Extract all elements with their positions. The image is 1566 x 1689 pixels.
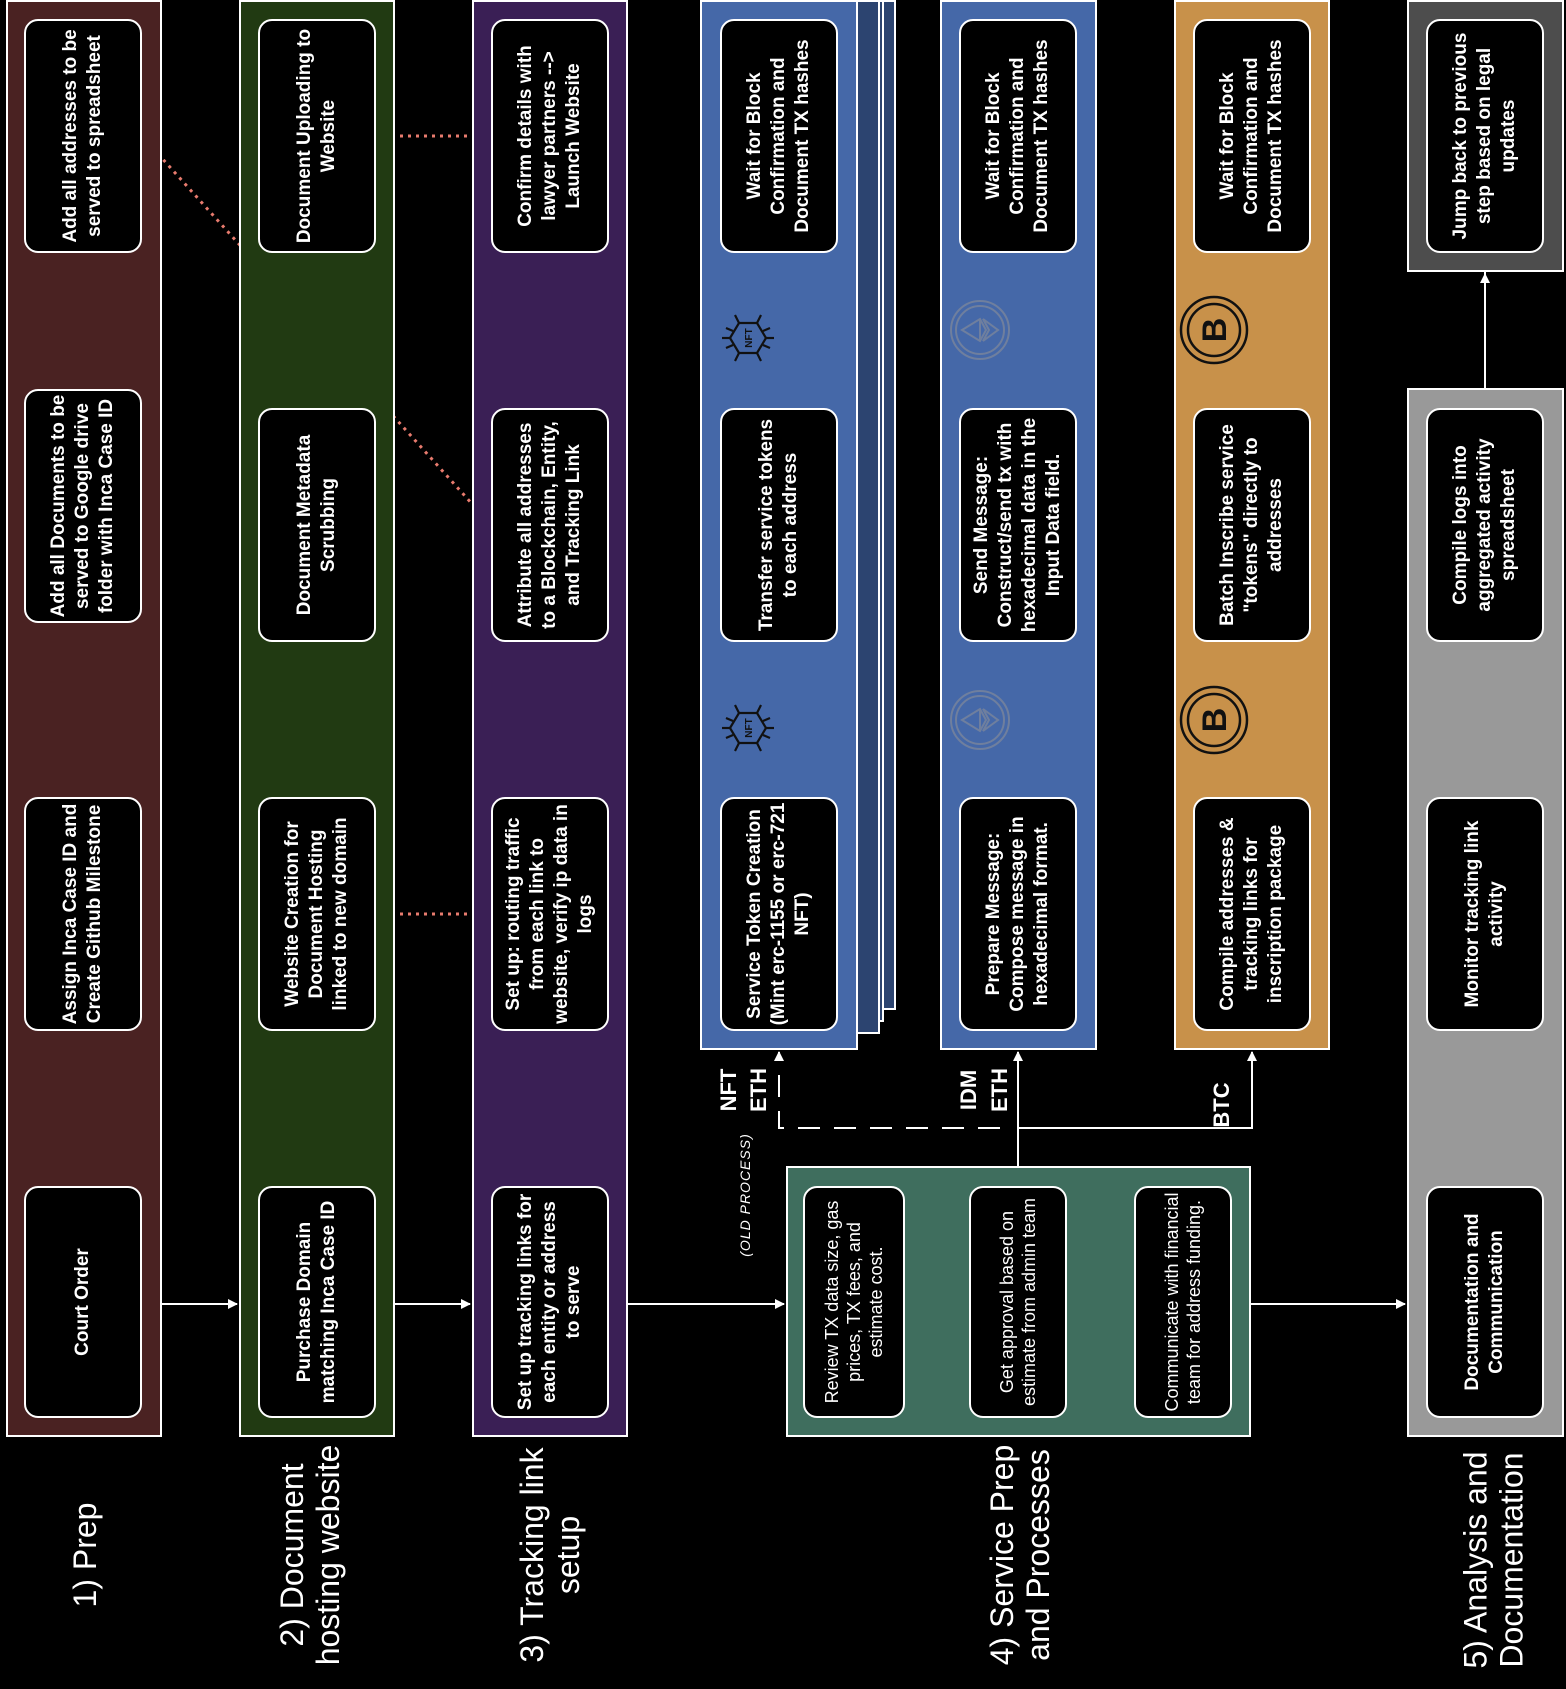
node-add-addresses[interactable]: Add all addresses to be served to spread… — [24, 19, 142, 253]
node-add-documents[interactable]: Add all Documents to be served to Google… — [24, 389, 142, 623]
bitcoin-coin-icon: B — [1179, 685, 1249, 755]
node-document-uploading[interactable]: Document Uploading to Website — [258, 19, 376, 253]
svg-text:NFT: NFT — [744, 718, 755, 737]
node-court-order[interactable]: Court Order — [24, 1186, 142, 1418]
node-compile-logs-label: Compile logs into aggregated activity sp… — [1450, 438, 1519, 612]
node-purchase-domain-label: Purchase Domain matching Inca Case ID — [294, 1200, 339, 1404]
node-nft-wait-confirmation[interactable]: Wait for Block Confirmation and Document… — [720, 19, 838, 253]
node-transfer-tokens[interactable]: Transfer service tokens to each address — [720, 408, 838, 642]
node-compile-addresses[interactable]: Compile addresses & tracking links for i… — [1193, 797, 1311, 1031]
phase-label-document-hosting: 2) Document hosting website — [274, 1444, 346, 1666]
node-communicate-funding[interactable]: Communicate with financial team for addr… — [1134, 1186, 1232, 1418]
node-setup-routing-label: Set up: routing traffic from each link t… — [503, 804, 596, 1024]
node-nft-wait-confirmation-label: Wait for Block Confirmation and Document… — [744, 39, 813, 233]
svg-text:B: B — [1196, 318, 1234, 343]
node-setup-tracking-links[interactable]: Set up tracking links for each entity or… — [491, 1186, 609, 1418]
ethereum-coin-icon — [950, 690, 1010, 750]
branch-label-eth-nft: ETH — [746, 1068, 771, 1112]
node-metadata-scrubbing-label: Document Metadata Scrubbing — [294, 434, 339, 616]
branch-label-nft: NFT — [716, 1068, 741, 1112]
node-add-addresses-label: Add all addresses to be served to spread… — [60, 29, 105, 243]
node-jump-back-label: Jump back to previous step based on lega… — [1450, 32, 1519, 240]
node-communicate-funding-label: Communicate with financial team for addr… — [1162, 1192, 1204, 1412]
phase-label-service: 4) Service Prep and Processes — [984, 1444, 1056, 1666]
bitcoin-coin-icon: B — [1179, 295, 1249, 365]
node-confirm-launch-label: Confirm details with lawyer partners -->… — [515, 45, 584, 227]
node-batch-inscribe[interactable]: Batch Inscribe service "tokens" directly… — [1193, 408, 1311, 642]
node-setup-tracking-links-label: Set up tracking links for each entity or… — [515, 1193, 584, 1411]
node-idm-wait-confirmation[interactable]: Wait for Block Confirmation and Document… — [959, 19, 1077, 253]
node-confirm-launch[interactable]: Confirm details with lawyer partners -->… — [491, 19, 609, 253]
node-batch-inscribe-label: Batch Inscribe service "tokens" directly… — [1217, 424, 1286, 626]
branch-label-idm: IDM — [956, 1069, 981, 1111]
svg-text:NFT: NFT — [744, 328, 755, 347]
old-process-label: (OLD PROCESS) — [737, 1133, 753, 1257]
ethereum-coin-icon — [950, 300, 1010, 360]
node-send-message-label: Send Message: Construct/send tx with hex… — [971, 417, 1064, 633]
node-metadata-scrubbing[interactable]: Document Metadata Scrubbing — [258, 408, 376, 642]
node-monitor-activity[interactable]: Monitor tracking link activity — [1426, 797, 1544, 1031]
node-purchase-domain[interactable]: Purchase Domain matching Inca Case ID — [258, 1186, 376, 1418]
phase-label-analysis: 5) Analysis and Documentation — [1456, 1451, 1529, 1669]
nft-chip-icon: NFT — [722, 704, 774, 752]
node-court-order-label: Court Order — [72, 1248, 93, 1356]
svg-text:B: B — [1196, 708, 1234, 733]
node-prepare-message-label: Prepare Message: Compose message in hexa… — [983, 816, 1052, 1012]
branch-label-btc: BTC — [1209, 1082, 1234, 1128]
branch-label-eth-idm: ETH — [987, 1068, 1012, 1112]
node-attribute-addresses[interactable]: Attribute all addresses to a Blockchain,… — [491, 408, 609, 642]
node-transfer-tokens-label: Transfer service tokens to each address — [756, 418, 801, 632]
node-review-tx-label: Review TX data size, gas prices, TX fees… — [822, 1200, 886, 1404]
node-attribute-addresses-label: Attribute all addresses to a Blockchain,… — [515, 421, 584, 629]
node-documentation-communication-label: Documentation and Communication — [1462, 1213, 1507, 1391]
node-prepare-message[interactable]: Prepare Message: Compose message in hexa… — [959, 797, 1077, 1031]
node-get-approval[interactable]: Get approval based on estimate from admi… — [969, 1186, 1067, 1418]
node-btc-wait-confirmation-label: Wait for Block Confirmation and Document… — [1217, 39, 1286, 233]
node-website-creation-label: Website Creation for Document Hosting li… — [282, 817, 351, 1011]
node-review-tx[interactable]: Review TX data size, gas prices, TX fees… — [803, 1186, 905, 1418]
node-assign-case-id-label: Assign Inca Case ID and Create Github Mi… — [60, 803, 105, 1025]
node-service-token-creation-label: Service Token Creation (Mint erc-1155 or… — [744, 802, 813, 1026]
node-setup-routing[interactable]: Set up: routing traffic from each link t… — [491, 797, 609, 1031]
phase-label-prep: 1) Prep — [67, 1502, 103, 1608]
node-documentation-communication[interactable]: Documentation and Communication — [1426, 1186, 1544, 1418]
node-compile-addresses-label: Compile addresses & tracking links for i… — [1217, 817, 1286, 1011]
nft-chip-icon: NFT — [722, 314, 774, 362]
node-monitor-activity-label: Monitor tracking link activity — [1462, 820, 1507, 1008]
node-jump-back[interactable]: Jump back to previous step based on lega… — [1426, 19, 1544, 253]
phase-label-tracking: 3) Tracking link setup — [514, 1447, 586, 1663]
node-service-token-creation[interactable]: Service Token Creation (Mint erc-1155 or… — [720, 797, 838, 1031]
node-assign-case-id[interactable]: Assign Inca Case ID and Create Github Mi… — [24, 797, 142, 1031]
node-btc-wait-confirmation[interactable]: Wait for Block Confirmation and Document… — [1193, 19, 1311, 253]
node-compile-logs[interactable]: Compile logs into aggregated activity sp… — [1426, 408, 1544, 642]
node-idm-wait-confirmation-label: Wait for Block Confirmation and Document… — [983, 39, 1052, 233]
node-add-documents-label: Add all Documents to be served to Google… — [48, 394, 117, 618]
node-website-creation[interactable]: Website Creation for Document Hosting li… — [258, 797, 376, 1031]
node-document-uploading-label: Document Uploading to Website — [294, 28, 339, 244]
node-get-approval-label: Get approval based on estimate from admi… — [997, 1197, 1039, 1407]
node-send-message[interactable]: Send Message: Construct/send tx with hex… — [959, 408, 1077, 642]
